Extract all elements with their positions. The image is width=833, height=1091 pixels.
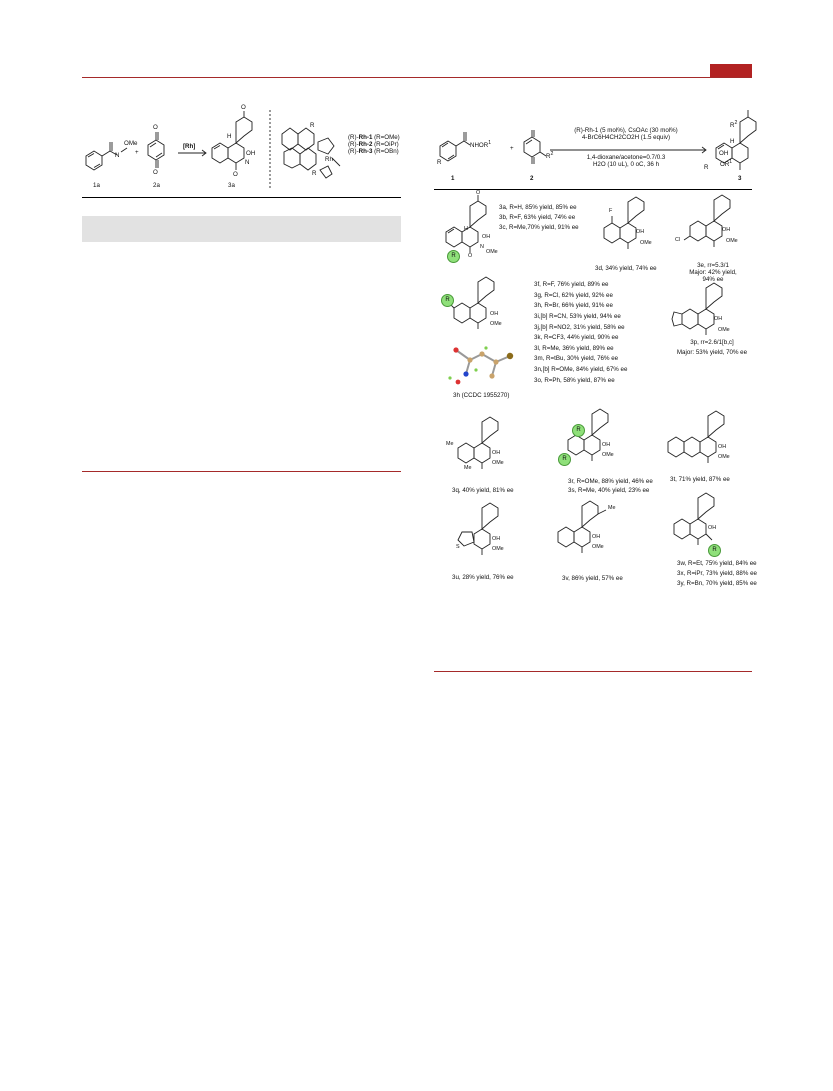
page-number-tab [710,64,752,77]
atom-o: O [153,124,158,131]
atom-rh: Rh [325,156,333,163]
caption-3e: 3e, rr=5.3/1 Major: 42% yield, 94% ee [689,262,737,284]
xray-structure-3h [446,340,526,390]
or1-group: OR1 [720,159,733,169]
arrow-label: [Rh] [183,143,196,150]
left-scheme-figure: OMe N + O O [Rh] O H OH N O R R Rh 1a 2a… [82,104,402,190]
structure-3d: F OH OMe [600,196,670,262]
reaction-conditions-bottom: 1,4-dioxane/acetone=0.7/0.3 H2O (10 uL),… [586,154,666,169]
structure-3t: OH OMe [666,410,752,476]
atom-h: H [227,133,232,140]
caption-3r-3s: 3r, R=OMe, 88% yield, 46% ee 3s, R=Me, 4… [568,478,653,495]
caption-3t: 3t, 71% yield, 87% ee [670,476,730,483]
amide-group: NHOR1 [470,140,492,150]
catalyst-rh2: (R)-Rh-2 (R=OiPr) [348,141,399,149]
section-rule-left [82,471,401,472]
plus-sign: + [510,145,514,152]
compound-label-3a: 3a [228,182,235,189]
atom-oh: OH [719,150,729,157]
atom-ome: OMe [124,140,138,147]
r-substituent-badge: R [558,453,571,466]
r-substituent-badge: R [572,424,585,437]
r-substituent-badge: R [708,544,721,557]
catalyst-list: (R)-Rh-1 (R=OMe) (R)-Rh-2 (R=OiPr) (R)-R… [348,134,400,155]
compound-label-2a: 2a [153,182,160,189]
atom-r2: R2 [546,151,554,161]
caption-3q: 3q, 40% yield, 81% ee [452,487,514,494]
structure-3v: Me OH OMe [552,498,638,566]
atom-n: N [245,159,250,166]
atom-r: R [312,170,317,177]
reaction-conditions-top: (R)-Rh-1 (5 mol%), CsOAc (30 mol%) 4-BrC… [574,127,678,142]
scheme-rule [82,197,401,198]
atom-o: O [241,104,246,111]
compound-label-1a: 1a [93,182,100,189]
r-substituent-badge: R [441,294,454,307]
section-rule-right [434,671,752,672]
caption-3d: 3d, 34% yield, 74% ee [595,265,657,272]
structure-3r-3s: R R OH OMe [558,408,638,474]
structure-3w-3y: OH R [666,490,752,558]
atom-r: R [437,159,442,166]
atom-r: R [310,122,315,129]
plus-sign: + [135,149,139,156]
structure-3a-c: O H OH N OMe O R [440,190,520,266]
atom-oh: OH [246,150,256,157]
header-rule [82,77,752,78]
scheme-rule [434,189,752,190]
compound-label-3: 3 [738,175,742,182]
r-substituent-badge: R [447,250,460,263]
compound-label-2: 2 [530,175,534,182]
atom-o: O [153,169,158,176]
atom-r: R [704,164,709,171]
caption-3v: 3v, 86% yield, 57% ee [562,575,623,582]
catalyst-rh3: (R)-Rh-3 (R=OBn) [348,148,399,156]
structure-3q: Me Me OH OMe [446,416,530,480]
structure-3u: S OH OMe [450,500,530,568]
atom-h: H [730,138,735,145]
structure-3f-3o: R OH OMe [440,276,520,340]
structure-3p: OH OMe [670,282,750,350]
right-scheme-figure: NHOR1 R + R2 (R)-Rh-1 (5 mol%), CsOAc (3… [434,110,757,190]
right-scheme-structures [439,110,757,170]
atom-n: N [115,152,120,159]
catalyst-rh1: (R)-Rh-1 (R=OMe) [348,134,400,141]
caption-3f-3o: 3f, R=F, 76% yield, 89% ee 3g, R=Cl, 62%… [534,281,628,384]
left-scheme-structures [85,110,341,188]
structure-3e: Cl OH OMe [675,194,752,260]
caption-3h-xray: 3h (CCDC 1955270) [453,392,510,399]
atom-r2: R2 [730,120,738,130]
caption-3u: 3u, 28% yield, 76% ee [452,574,514,581]
atom-o: O [233,171,238,178]
caption-3p: 3p, rr=2.6/1[b,c] Major: 53% yield, 70% … [676,339,748,357]
compound-label-1: 1 [451,175,455,182]
caption-3w-3y: 3w, R=Et, 75% yield, 84% ee 3x, R=iPr, 7… [677,560,757,588]
table-header-bar [82,216,401,242]
caption-3a-3c: 3a, R=H, 85% yield, 85% ee 3b, R=F, 63% … [499,204,579,232]
